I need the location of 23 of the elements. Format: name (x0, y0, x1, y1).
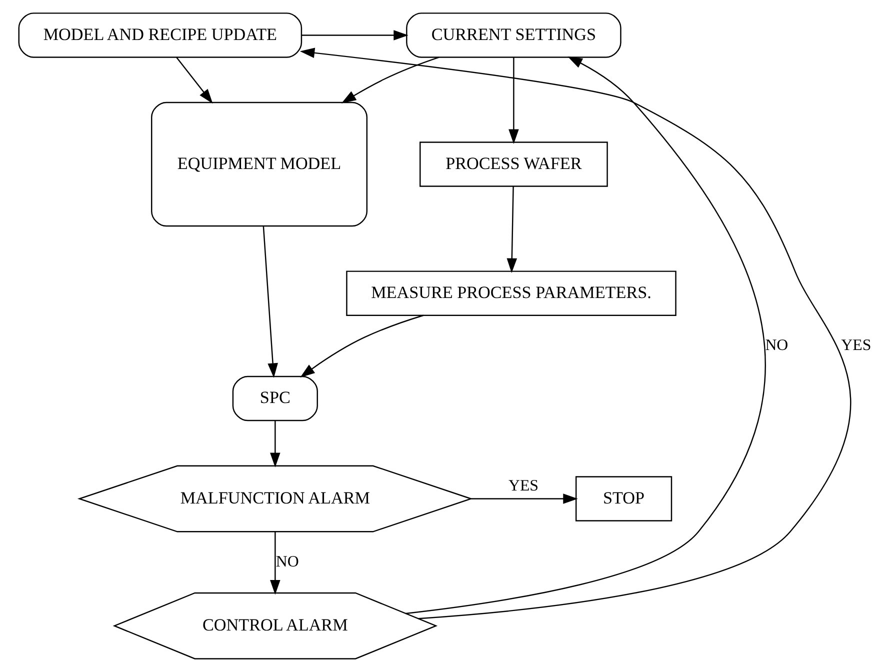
arrow (302, 30, 408, 40)
node-box: EQUIPMENT MODEL (151, 102, 368, 227)
arrow (270, 532, 280, 595)
arrow (262, 226, 278, 378)
arrow (300, 48, 851, 620)
arrow (176, 56, 213, 104)
arrow (270, 420, 280, 468)
node-box: MEASURE PROCESS PARAMETERS. (346, 270, 676, 316)
node-box: SPC (232, 376, 318, 422)
arrow (300, 314, 424, 378)
node-box: CURRENT SETTINGS (406, 12, 622, 58)
edge-label: YES (841, 337, 872, 354)
edge-label: NO (276, 553, 299, 570)
arrow (506, 186, 518, 274)
node-box: MODEL AND RECIPE UPDATE (18, 12, 302, 58)
edge-label: YES (508, 478, 539, 495)
arrow (406, 56, 766, 614)
arrow (508, 57, 519, 144)
node-box: STOP (575, 476, 672, 522)
arrow (471, 494, 578, 504)
node-box: PROCESS WAFER (420, 142, 608, 187)
edge-label: NO (765, 337, 788, 354)
arrow (341, 56, 440, 104)
